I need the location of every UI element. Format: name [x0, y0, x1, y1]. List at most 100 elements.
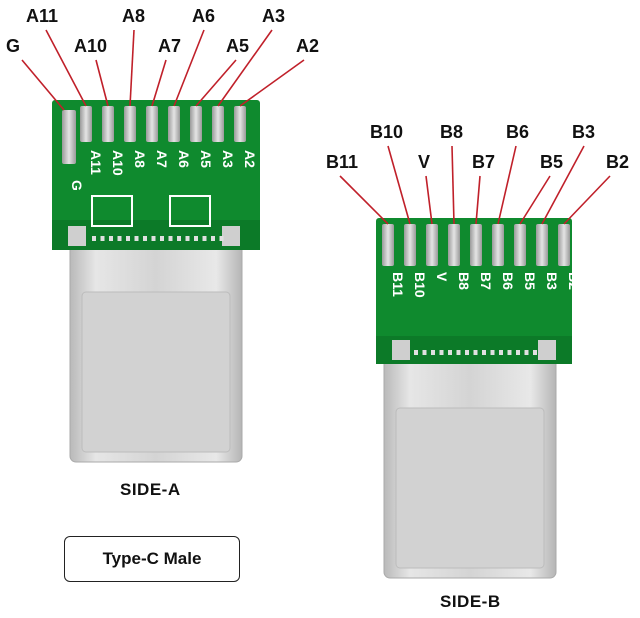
side-b-silk-label: B8: [456, 272, 472, 290]
side-a-leader-line: [239, 59, 305, 107]
side-a-silk-label: A10: [110, 150, 126, 176]
side-a-leader-line: [95, 59, 109, 107]
side-b-callout-label: B2: [606, 152, 629, 172]
side-a-pad: [124, 106, 136, 142]
side-b-label: SIDE-B: [440, 592, 501, 611]
side-a-silk-label: A6: [176, 150, 192, 168]
side-b-silk-label: B7: [478, 272, 494, 290]
side-b-contact: [465, 350, 469, 355]
side-a-contact: [126, 236, 130, 241]
side-b-callout-label: B11: [326, 152, 358, 172]
side-b-silk-label: B5: [522, 272, 538, 290]
side-b-pad: [536, 224, 548, 266]
side-b-corner-pad-right: [538, 340, 556, 360]
side-a-callout-label: A6: [192, 6, 215, 26]
side-b-pad: [514, 224, 526, 266]
side-a-callout-label: A3: [262, 6, 285, 26]
side-a-leader-line: [21, 59, 65, 111]
side-a-silk-label: A7: [154, 150, 170, 168]
side-a-contact: [202, 236, 207, 241]
side-b-contact: [499, 350, 503, 355]
side-b-leader-line: [425, 175, 433, 225]
side-b-contact: [422, 350, 427, 355]
side-b-contact: [431, 350, 435, 355]
side-a-component-1: [91, 195, 133, 227]
side-b-leader-line: [563, 175, 611, 225]
side-a-callout-label: A2: [296, 36, 319, 56]
side-a-contact: [151, 236, 156, 241]
side-a-leader-line: [151, 59, 167, 107]
side-a-leader-line: [129, 29, 135, 107]
side-b-pad: [404, 224, 416, 266]
side-a-pad: [190, 106, 202, 142]
side-b-pad: [426, 224, 438, 266]
side-b-pad: [382, 224, 394, 266]
side-a-corner-pad-left: [68, 226, 86, 246]
side-a-callout-label: A8: [122, 6, 145, 26]
side-b-contact: [456, 350, 461, 355]
side-a-contact: [177, 236, 181, 241]
side-b-pad: [448, 224, 460, 266]
side-a-pad: [80, 106, 92, 142]
side-b-callout-label: B5: [540, 152, 563, 172]
side-b-pad: [470, 224, 482, 266]
side-b-silk-label: B10: [412, 272, 428, 298]
side-b-silk-label: B11: [390, 272, 406, 297]
side-a-contact: [160, 236, 164, 241]
side-a-callout-label: A10: [74, 36, 107, 56]
side-b-contact: [482, 350, 486, 355]
side-a-leader-line: [173, 29, 205, 107]
side-b-leader-line: [519, 175, 551, 225]
side-a-contact: [117, 236, 122, 241]
side-b-contact: [524, 350, 529, 355]
side-b-callout-label: B8: [440, 122, 463, 142]
side-a-leader-line: [195, 59, 237, 107]
side-a-contact: [211, 236, 215, 241]
side-b-leader-line: [387, 145, 411, 225]
side-a-silk-label: A11: [88, 150, 104, 175]
side-a-silk-g: G: [69, 180, 85, 191]
side-a-contact: [194, 236, 198, 241]
side-a-silk-label: A8: [132, 150, 148, 168]
side-a-pad: [146, 106, 158, 142]
side-a-silk-label: A3: [220, 150, 236, 168]
side-a-pad-g: [62, 110, 76, 164]
side-a-callout-label: A5: [226, 36, 249, 56]
side-b-pad: [492, 224, 504, 266]
side-b-callout-label: B3: [572, 122, 595, 142]
side-b-callout-label: B7: [472, 152, 495, 172]
side-b-contact: [439, 350, 444, 355]
side-a-callout-label: A7: [158, 36, 181, 56]
side-b-shell-inner: [395, 407, 545, 569]
side-b-contact: [516, 350, 520, 355]
side-a-leader-line: [217, 29, 273, 107]
side-b-contact: [414, 350, 418, 355]
side-a-pad: [234, 106, 246, 142]
side-a-label: SIDE-A: [120, 480, 181, 499]
side-a-silk-label: A2: [242, 150, 258, 168]
product-label: Type-C Male: [102, 549, 202, 568]
side-b-contact: [448, 350, 452, 355]
side-b-silk-label: B2: [566, 272, 582, 290]
side-b-leader-line: [475, 175, 481, 225]
side-a-contact: [219, 236, 224, 241]
side-a-shell-inner: [81, 291, 231, 453]
side-b-leader-line: [339, 175, 389, 225]
side-a-pad: [212, 106, 224, 142]
side-b-pad: [558, 224, 570, 266]
side-b-silk-label: B6: [500, 272, 516, 290]
side-a-leader-line: [45, 29, 87, 107]
side-b-leader-line: [451, 145, 455, 225]
side-b-silk-label: V: [434, 272, 450, 282]
side-b-callout-label: V: [418, 152, 430, 172]
side-b-contact: [473, 350, 478, 355]
side-a-pad: [102, 106, 114, 142]
side-a-contact: [92, 236, 96, 241]
side-a-component-2: [169, 195, 211, 227]
side-a-contact: [134, 236, 139, 241]
side-a-silk-label: A5: [198, 150, 214, 168]
product-label-box: Type-C Male: [64, 536, 240, 582]
